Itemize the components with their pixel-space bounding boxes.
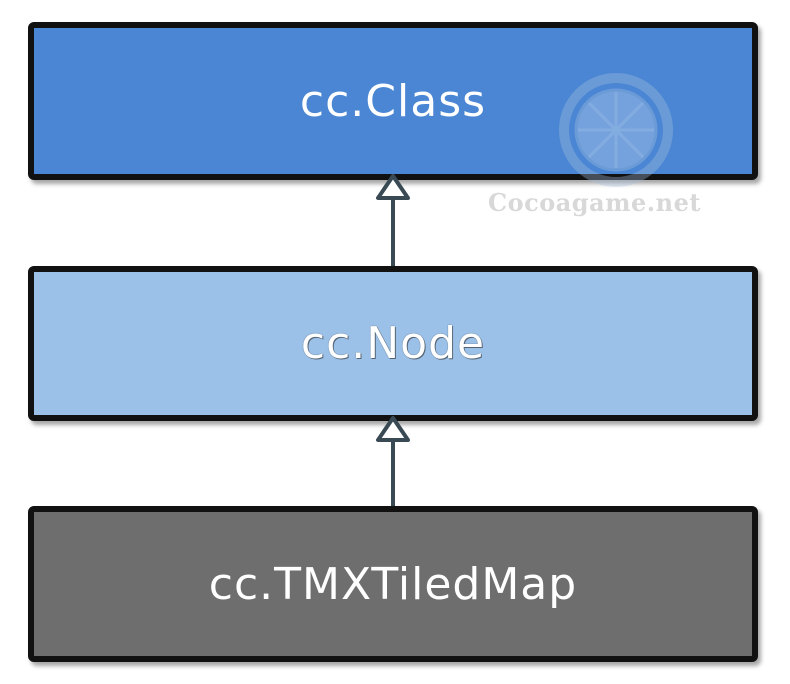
node-cc-tmxtiledmap-label: cc.TMXTiledMap [208,558,578,610]
node-cc-node-label: cc.Node [300,318,486,369]
node-cc-node: cc.Node [28,266,758,421]
node-cc-tmxtiledmap: cc.TMXTiledMap [28,506,758,662]
node-cc-class-label: cc.Class [299,75,487,127]
watermark-text: Cocoagame.net [488,188,701,217]
watermark-logo-icon [559,73,673,187]
node-cc-class: cc.Class [28,22,758,180]
